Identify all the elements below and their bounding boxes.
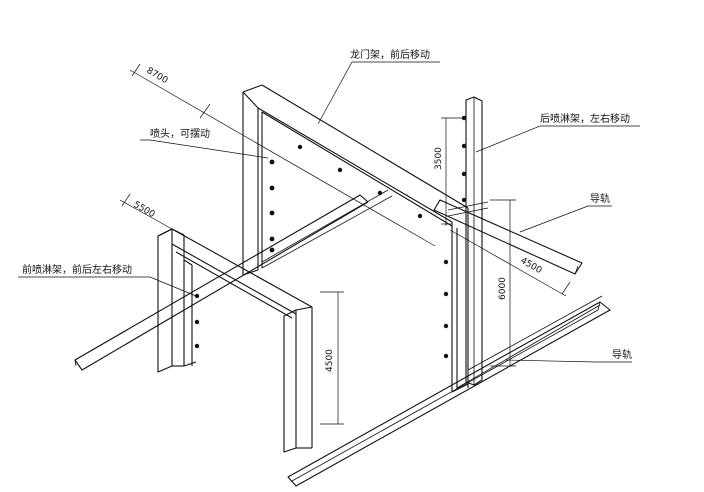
gantry-top-nozzles bbox=[297, 144, 423, 219]
dimension-5500 bbox=[119, 193, 173, 230]
front-rack-nozzles bbox=[194, 293, 200, 349]
dimension-4500-front bbox=[320, 291, 344, 425]
dim-text-4500-rear: 4500 bbox=[519, 256, 544, 276]
nozzles bbox=[194, 115, 467, 359]
rear-spray-rack bbox=[447, 96, 489, 386]
dimension-3500 bbox=[441, 117, 462, 226]
right-guide-rail bbox=[433, 199, 583, 275]
dimension-6000 bbox=[490, 199, 516, 367]
dim-text-4500-front: 4500 bbox=[325, 349, 335, 372]
dim-text-8700: 8700 bbox=[145, 66, 170, 86]
dimension-4500-rear bbox=[449, 229, 571, 297]
label-gantry: 龙门架，前后移动 bbox=[350, 48, 430, 61]
gantry-left-nozzles bbox=[269, 159, 275, 253]
label-front-rack: 前喷淋架，前后左右移动 bbox=[22, 263, 132, 276]
gantry-right-nozzles bbox=[443, 259, 449, 359]
label-rail-right: 导轨 bbox=[590, 192, 610, 205]
dim-text-3500: 3500 bbox=[434, 147, 444, 170]
dim-text-6000: 6000 bbox=[498, 277, 508, 300]
left-guide-rail bbox=[74, 194, 369, 371]
dimension-8700 bbox=[129, 63, 436, 247]
gantry-frame bbox=[242, 84, 603, 393]
rear-rack-nozzles bbox=[461, 115, 467, 203]
dim-text-5500: 5500 bbox=[132, 200, 157, 220]
label-nozzle: 喷头，可摆动 bbox=[150, 127, 210, 140]
leader-lines bbox=[18, 61, 640, 363]
bottom-guide-rail bbox=[287, 301, 611, 487]
label-rear-rack: 后喷淋架，左右移动 bbox=[540, 112, 630, 125]
front-spray-rack bbox=[157, 228, 313, 453]
label-rail-bottom: 导轨 bbox=[612, 348, 632, 361]
